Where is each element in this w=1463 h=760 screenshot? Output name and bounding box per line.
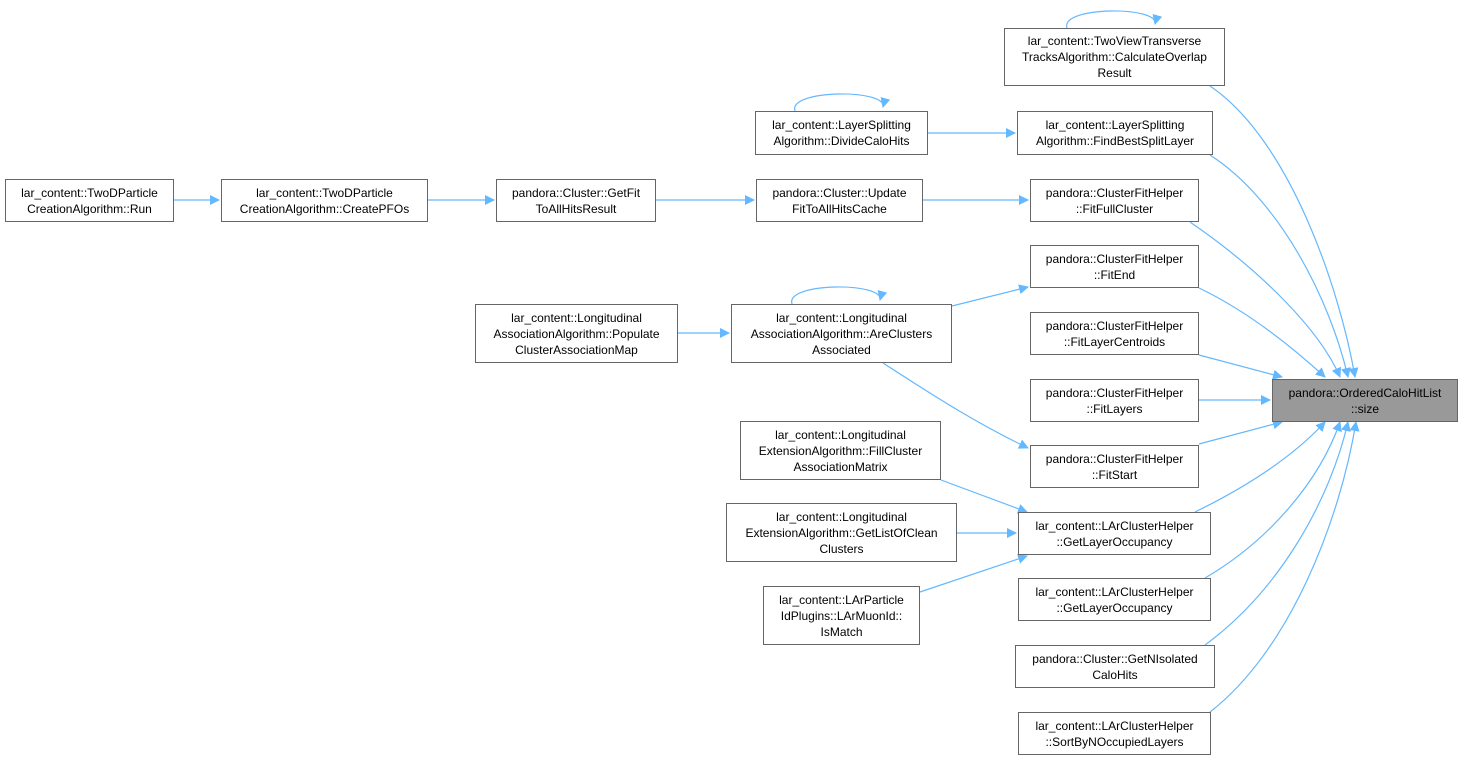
node-label-line: IsMatch (820, 624, 863, 639)
node-label-line: ::GetLayerOccupancy (1056, 534, 1173, 549)
self-loop-n2 (794, 93, 891, 112)
node-label-line: pandora::ClusterFitHelper (1045, 251, 1184, 266)
self-loop-n11 (791, 286, 888, 305)
edge-n21-n14 (1204, 421, 1351, 646)
edge-n8-n14 (1189, 221, 1342, 378)
node-label-line: pandora::ClusterFitHelper (1045, 318, 1184, 333)
node-larclusterhelper-getlayeroccupancy-1[interactable]: lar_content::LArClusterHelper::GetLayerO… (1018, 512, 1211, 555)
node-label-line: ::FitLayerCentroids (1063, 334, 1166, 349)
edge-n9-n14 (1198, 287, 1326, 378)
node-label-line: Clusters (819, 541, 864, 556)
node-label-line: ::FitStart (1091, 467, 1138, 482)
node-label-line: ToAllHitsResult (535, 201, 617, 216)
edge-n11-n9 (951, 284, 1029, 307)
node-label-line: lar_content::TwoViewTransverse (1027, 34, 1202, 48)
node-label-line: lar_content::LArClusterHelper (1035, 584, 1194, 599)
edge-n22-n14 (1209, 421, 1360, 713)
node-clusterfithelper-fitlayers[interactable]: pandora::ClusterFitHelper::FitLayers (1030, 379, 1199, 422)
node-label-line: ::size (1350, 401, 1379, 416)
node-label-line: pandora::Cluster::GetFit (511, 185, 641, 200)
node-label-line: pandora::Cluster::GetNIsolated (1032, 651, 1198, 666)
edge-n18-n14 (1194, 421, 1326, 513)
node-clusterfithelper-fitlayercentroids[interactable]: pandora::ClusterFitHelper::FitLayerCentr… (1030, 312, 1199, 355)
node-label-line: lar_content::Longitudinal (776, 310, 907, 325)
node-orderedcalohitlist-size: pandora::OrderedCaloHitList::size (1272, 379, 1458, 422)
edge-n19-n18 (919, 554, 1028, 593)
node-label-line: lar_content::Longitudinal (511, 310, 642, 325)
edge-n12-n14 (1198, 354, 1283, 380)
node-clusterfithelper-fitfullcluster[interactable]: pandora::ClusterFitHelper::FitFullCluste… (1030, 179, 1199, 222)
node-label-line: ExtensionAlgorithm::GetListOfClean (745, 525, 938, 540)
node-label-line: Algorithm::DivideCaloHits (773, 134, 910, 148)
node-label-line: CreationAlgorithm::CreatePFOs (239, 201, 410, 216)
node-label-line: AssociationAlgorithm::Populate (493, 326, 660, 341)
node-label-line: Associated (812, 342, 871, 357)
node-label-line: pandora::Cluster::Update (772, 185, 907, 200)
edge-n11-n16 (882, 362, 1029, 449)
node-label-line: lar_content::LayerSplitting (772, 118, 911, 132)
node-label-line: lar_content::LArParticle (779, 592, 904, 607)
node-label-line: lar_content::LayerSplitting (1045, 118, 1185, 132)
node-larclusterhelper-getlayeroccupancy-2[interactable]: lar_content::LArClusterHelper::GetLayerO… (1018, 578, 1211, 621)
node-label-line: IdPlugins::LArMuonId:: (780, 608, 903, 623)
node-label-line: lar_content::TwoDParticle (21, 185, 158, 200)
node-label-line: pandora::ClusterFitHelper (1045, 451, 1184, 466)
edge-n20-n14 (1204, 421, 1342, 579)
node-label-line: AssociationAlgorithm::AreClusters (750, 326, 933, 341)
node-label-line: Result (1097, 66, 1132, 80)
node-clusterfithelper-fitend[interactable]: pandora::ClusterFitHelper::FitEnd (1030, 245, 1199, 288)
node-label-line: ClusterAssociationMap (515, 342, 638, 357)
edge-n15-n18 (940, 479, 1028, 514)
node-clusterfithelper-fitstart[interactable]: pandora::ClusterFitHelper::FitStart (1030, 445, 1199, 488)
node-label-line: lar_content::TwoDParticle (256, 185, 393, 200)
node-label-line: Algorithm::FindBestSplitLayer (1035, 134, 1195, 148)
node-label-line: ::GetLayerOccupancy (1056, 600, 1173, 615)
node-label-line: lar_content::Longitudinal (776, 509, 907, 524)
node-label-line: CaloHits (1092, 667, 1138, 682)
self-loop-n1 (1066, 10, 1163, 29)
node-label-line: pandora::ClusterFitHelper (1045, 185, 1184, 200)
node-label-line: ::FitEnd (1093, 267, 1136, 282)
node-label-line: TracksAlgorithm::CalculateOverlap (1022, 50, 1207, 64)
node-label-line: AssociationMatrix (793, 459, 888, 474)
node-label-line: pandora::ClusterFitHelper (1045, 385, 1184, 400)
node-label-line: FitToAllHitsCache (792, 201, 887, 216)
node-larclusterhelper-sortbynoccupiedlayers[interactable]: lar_content::LArClusterHelper::SortByNOc… (1018, 712, 1211, 755)
node-label-line: lar_content::LArClusterHelper (1035, 518, 1194, 533)
node-label-line: lar_content::LArClusterHelper (1035, 718, 1194, 733)
edge-n16-n14 (1198, 419, 1283, 445)
node-label-line: CreationAlgorithm::Run (27, 201, 152, 216)
node-label-line: ::SortByNOccupiedLayers (1045, 734, 1184, 749)
node-label-line: lar_content::Longitudinal (775, 427, 906, 442)
edge-n3-n14 (1209, 154, 1351, 378)
node-label-line: ::FitLayers (1086, 401, 1143, 416)
node-label-line: ExtensionAlgorithm::FillCluster (758, 443, 923, 458)
node-label-line: pandora::OrderedCaloHitList (1288, 385, 1442, 400)
edge-n1-n14 (1209, 85, 1359, 378)
node-label-line: ::FitFullCluster (1075, 201, 1154, 216)
